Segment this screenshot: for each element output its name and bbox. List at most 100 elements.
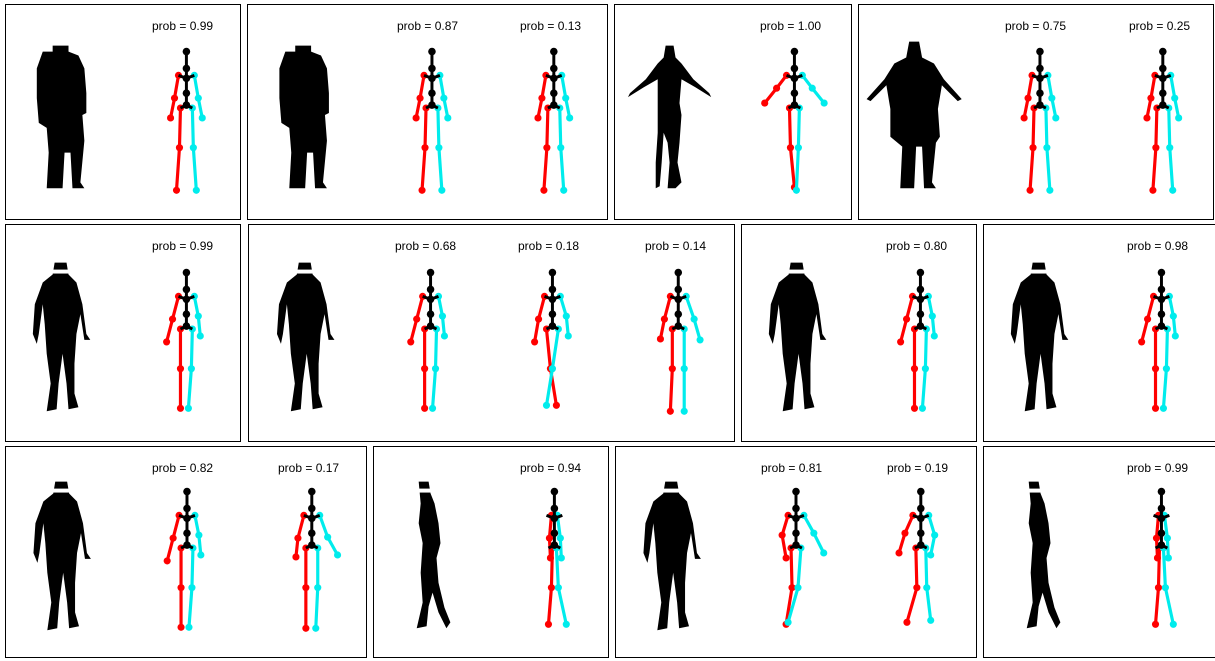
torso-joint [308, 541, 316, 549]
left-leg-joint [177, 624, 184, 631]
torso-joint [792, 515, 800, 523]
probability-label: prob = 0.13 [520, 19, 581, 33]
left-arm-joint [413, 114, 420, 121]
right-arm-joint [1165, 554, 1172, 561]
right-leg-joint [681, 408, 688, 415]
skeleton [1152, 488, 1177, 628]
right-arm-joint [931, 532, 938, 539]
torso-joint [549, 310, 557, 318]
torso-joint [1159, 89, 1167, 97]
skeleton [413, 48, 452, 194]
right-leg-joint [563, 621, 570, 628]
torso-joint [550, 65, 558, 73]
head-marker [1029, 270, 1049, 274]
left-leg-joint [911, 365, 918, 372]
probability-label: prob = 0.19 [887, 461, 948, 475]
right-arm-joint [1052, 114, 1059, 121]
left-arm-joint [773, 85, 780, 92]
skeleton [407, 269, 448, 412]
left-leg-joint [1152, 365, 1159, 372]
left-arm-joint [163, 338, 170, 345]
silhouette-image [33, 263, 90, 412]
torso-joint [183, 48, 191, 56]
right-leg-joint [185, 624, 192, 631]
figure-panel: prob = 0.82prob = 0.17 [5, 446, 367, 658]
torso-joint [917, 269, 925, 277]
torso-joint [1159, 75, 1167, 83]
probability-label: prob = 0.14 [645, 239, 706, 253]
right-leg-joint [922, 365, 929, 372]
torso-joint [1159, 48, 1167, 56]
torso-joint [183, 505, 191, 513]
torso-joint [792, 488, 800, 496]
skeleton [164, 488, 205, 631]
torso-joint [1036, 101, 1044, 109]
torso-joint [308, 488, 316, 496]
left-leg-joint [553, 402, 560, 409]
right-arm-joint [1172, 332, 1179, 339]
head-marker [1029, 489, 1049, 493]
probability-label: prob = 0.80 [886, 239, 947, 253]
silhouette-image [769, 263, 826, 412]
torso-joint [549, 322, 557, 330]
skeleton [657, 269, 704, 415]
head-marker [51, 270, 71, 274]
left-arm-joint [897, 338, 904, 345]
right-arm-joint [439, 313, 446, 320]
right-leg-joint [190, 144, 197, 151]
head-marker [787, 270, 807, 274]
right-arm-joint [1170, 313, 1177, 320]
right-leg-joint [312, 625, 319, 632]
panel-graphic [249, 225, 734, 441]
torso-joint [917, 322, 925, 330]
probability-label: prob = 0.99 [152, 239, 213, 253]
probability-label: prob = 0.25 [1129, 19, 1190, 33]
head-marker [419, 489, 439, 493]
skeleton [897, 269, 938, 412]
left-leg-joint [540, 187, 547, 194]
torso-joint [551, 541, 559, 549]
panel-graphic [742, 225, 976, 441]
left-arm-joint [783, 554, 790, 561]
figure-panel: prob = 0.99 [5, 224, 241, 442]
skeleton [1143, 48, 1182, 194]
right-leg-joint [435, 144, 442, 151]
left-leg-joint [913, 584, 920, 591]
left-leg-joint [302, 625, 309, 632]
panel-graphic [248, 5, 607, 219]
right-arm-joint [563, 313, 570, 320]
torso-joint [1158, 269, 1166, 277]
left-arm-joint [170, 535, 177, 542]
torso-joint [917, 541, 925, 549]
left-leg-joint [421, 144, 428, 151]
right-arm-joint [441, 332, 448, 339]
torso-joint [1036, 75, 1044, 83]
skeleton [545, 488, 570, 628]
panel-graphic [859, 5, 1213, 219]
left-arm-joint [657, 335, 664, 342]
probability-label: prob = 0.99 [152, 19, 213, 33]
left-leg-joint [1152, 144, 1159, 151]
left-arm-joint [531, 338, 538, 345]
torso-joint [675, 269, 683, 277]
left-arm-joint [407, 338, 414, 345]
torso-joint [427, 286, 435, 294]
torso-joint [791, 65, 799, 73]
panel-graphic [615, 5, 851, 219]
torso-joint [1158, 488, 1166, 496]
torso-joint [917, 488, 925, 496]
torso-joint [183, 322, 191, 330]
probability-label: prob = 0.18 [518, 239, 579, 253]
right-arm-joint [931, 332, 938, 339]
left-arm-joint [1147, 95, 1154, 102]
right-leg-joint [549, 365, 556, 372]
left-leg-joint [177, 405, 184, 412]
head-marker [51, 489, 71, 493]
right-leg-joint [438, 187, 445, 194]
right-leg-joint [785, 619, 792, 626]
right-arm-joint [195, 313, 202, 320]
torso-joint [183, 89, 191, 97]
skeleton [895, 488, 938, 626]
